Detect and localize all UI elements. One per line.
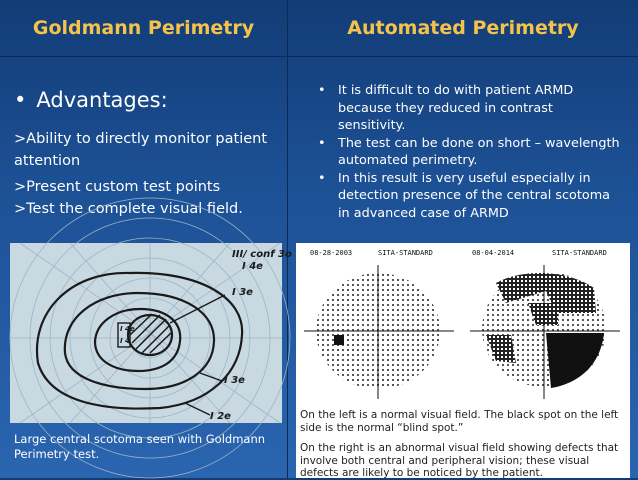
advantages-heading: • Advantages: [14,88,168,112]
header-divider [0,56,638,57]
plot-date-right: 08-04-2014 [472,249,514,257]
advantage-point: >Ability to directly monitor patient att… [14,131,268,169]
bullet-icon: • [14,88,27,112]
header-automated: Automated Perimetry [347,17,579,39]
goldmann-field-image: III/ conf 3o I 4e I 3e I 3e I 2e I 4e I … [9,197,292,479]
goldmann-field-drawing: III/ conf 3o I 4e I 3e I 3e I 2e I 4e I … [9,197,292,479]
list-item: • It is difficult to do with patient ARM… [318,82,624,135]
column-divider [287,0,288,478]
goldmann-label: I 4e [242,261,263,272]
bullet-text: In this result is very useful especially… [338,170,611,221]
advantage-point: >Test the complete visual field. [14,201,243,217]
plot-program-left: SITA-STANDARD [378,249,433,257]
automated-bullet-list: • It is difficult to do with patient ARM… [318,82,624,222]
advantages-label: Advantages: [36,88,168,112]
automated-caption: On the left is a normal visual field. Th… [296,403,630,479]
goldmann-label: I 3e [224,375,245,386]
header-goldmann: Goldmann Perimetry [32,17,255,39]
bullet-icon: • [318,170,326,186]
plot-program-right: SITA-STANDARD [552,249,607,257]
automated-field-drawing: 08-28-2003 SITA-STANDARD 08-04-2014 SITA… [304,249,620,399]
bullet-text: The test can be done on short – waveleng… [338,135,620,169]
caption-abnormal: On the right is an abnormal visual field… [300,442,619,479]
advantage-point: >Present custom test points [14,179,221,195]
bullet-text: It is difficult to do with patient ARMD … [338,83,574,133]
list-item: • The test can be done on short – wavele… [318,135,624,170]
list-item: • In this result is very useful especial… [318,170,624,223]
goldmann-label: I 2e [210,411,231,422]
goldmann-label: III/ conf 3o [232,249,292,260]
caption-normal: On the left is a normal visual field. Th… [300,409,619,434]
plot-date-left: 08-28-2003 [310,249,352,257]
bullet-icon: • [318,83,326,98]
bullet-icon: • [318,135,326,151]
automated-field-image: 08-28-2003 SITA-STANDARD 08-04-2014 SITA… [296,243,630,403]
goldmann-label: I 4e [120,325,135,333]
goldmann-label: I 4 [120,337,130,345]
goldmann-caption: Large central scotoma seen with Goldmann… [14,432,266,461]
goldmann-label: I 3e [232,287,253,298]
